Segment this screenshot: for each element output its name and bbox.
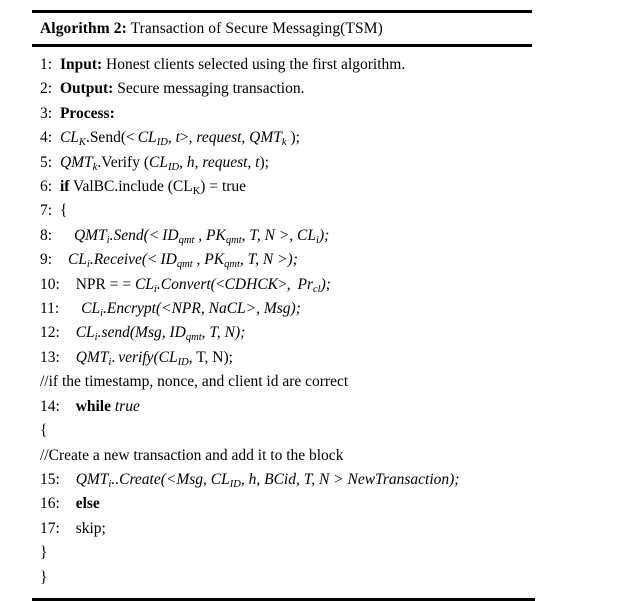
line-text: while true [75,397,140,415]
line-number: 5: [40,153,53,171]
line-text: //Create a new transaction and add it to… [40,446,344,464]
algorithm-line: } [34,541,535,565]
line-text: QMTi..Create(<Msg, CLID, h, BCid, T, N >… [75,470,460,490]
algorithm-body: 1: Input: Honest clients selected using … [32,47,535,598]
rule-top [32,10,532,13]
line-number: 6: [40,178,53,196]
line-text: Secure messaging transaction. [117,80,305,98]
line-number: 12: [40,324,60,342]
line-text: CLi.send(Msg, IDqmt, T, N); [75,324,246,344]
algorithm-line: 11: CLi.Encrypt(<NPR, NaCL>, Msg); [34,297,535,321]
line-text: CLK.Send(<CLID, t>, request, QMTk ); [59,129,300,149]
line-number: 7: [40,202,53,220]
line-text: { [59,202,68,220]
algorithm-title: Algorithm 2: Transaction of Secure Messa… [32,13,535,44]
algorithm-line: 5: QMTk.Verify (CLID, h, request, t); [34,151,535,175]
line-keyword: Input: [59,56,103,73]
line-number: 16: [40,495,60,513]
line-text: NPR = = CLi.Convert(<CDHCK>, Prcl); [75,275,331,295]
line-number: 13: [40,348,60,366]
line-number: 10: [40,275,60,293]
algorithm-line: { [34,419,535,443]
algorithm-line: 17: skip; [34,517,535,541]
line-text: QMTi.verify(CLID, T, N); [75,348,233,368]
line-number: 4: [40,129,53,147]
algorithm-title-label: Algorithm 2: [40,20,127,37]
algorithm-line: 1: Input: Honest clients selected using … [34,53,535,77]
algorithm-line: 6: if ValBC.include (CLK) = true [34,175,535,199]
line-number: 14: [40,397,60,415]
algorithm-line: 7: { [34,199,535,223]
rule-middle [32,44,532,47]
algorithm-line: 10: NPR = = CLi.Convert(<CDHCK>, Prcl); [34,273,535,297]
line-keyword: Process: [59,104,115,122]
line-number: 17: [40,519,60,537]
algorithm-line: 13: QMTi.verify(CLID, T, N); [34,346,535,370]
algorithm-line: 12: CLi.send(Msg, IDqmt, T, N); [34,321,535,345]
line-number: 3: [40,104,53,122]
rule-bottom [32,597,535,601]
line-keyword: Output: [59,80,114,98]
line-text: if ValBC.include (CLK) = true [59,178,247,197]
algorithm-block: Algorithm 2: Transaction of Secure Messa… [32,10,535,601]
line-text: { [40,422,48,440]
line-text: //if the timestamp, nonce, and client id… [40,373,349,391]
line-text: } [40,568,48,586]
algorithm-line: 2: Output: Secure messaging transaction. [34,77,535,101]
line-keyword: else [75,495,100,513]
algorithm-comment-line: //Create a new transaction and add it to… [34,444,535,468]
line-text: CLi.Receive(<IDqmt , PKqmt, T, N >); [67,251,298,271]
line-number: 11: [40,300,60,318]
line-text: Honest clients selected using the first … [106,56,406,73]
algorithm-line: 4: CLK.Send(<CLID, t>, request, QMTk ); [34,126,535,150]
line-number: 1: [40,56,53,73]
algorithm-line: 16: else [34,492,535,516]
algorithm-line: } [34,566,535,590]
line-text: skip; [75,519,106,537]
line-number: 9: [40,251,53,269]
line-text: } [40,544,48,562]
line-text: QMTi.Send(<IDqmt , PKqmt, T, N >, CLi); [73,226,330,246]
algorithm-line: 15: QMTi..Create(<Msg, CLID, h, BCid, T,… [34,468,535,492]
algorithm-line: 8: QMTi.Send(<IDqmt , PKqmt, T, N >, CLi… [34,224,535,248]
algorithm-title-text: Transaction of Secure Messaging(TSM) [130,20,383,37]
line-text: CLi.Encrypt(<NPR, NaCL>, Msg); [81,300,301,319]
line-text: QMTk.Verify (CLID, h, request, t); [59,153,269,173]
line-number: 15: [40,470,60,488]
algorithm-line: 14: while true [34,395,535,419]
algorithm-line: 9: CLi.Receive(<IDqmt , PKqmt, T, N >); [34,248,535,272]
algorithm-line: 3: Process: [34,102,535,126]
line-number: 8: [40,226,53,244]
algorithm-comment-line: //if the timestamp, nonce, and client id… [34,370,535,394]
line-number: 2: [40,80,53,98]
